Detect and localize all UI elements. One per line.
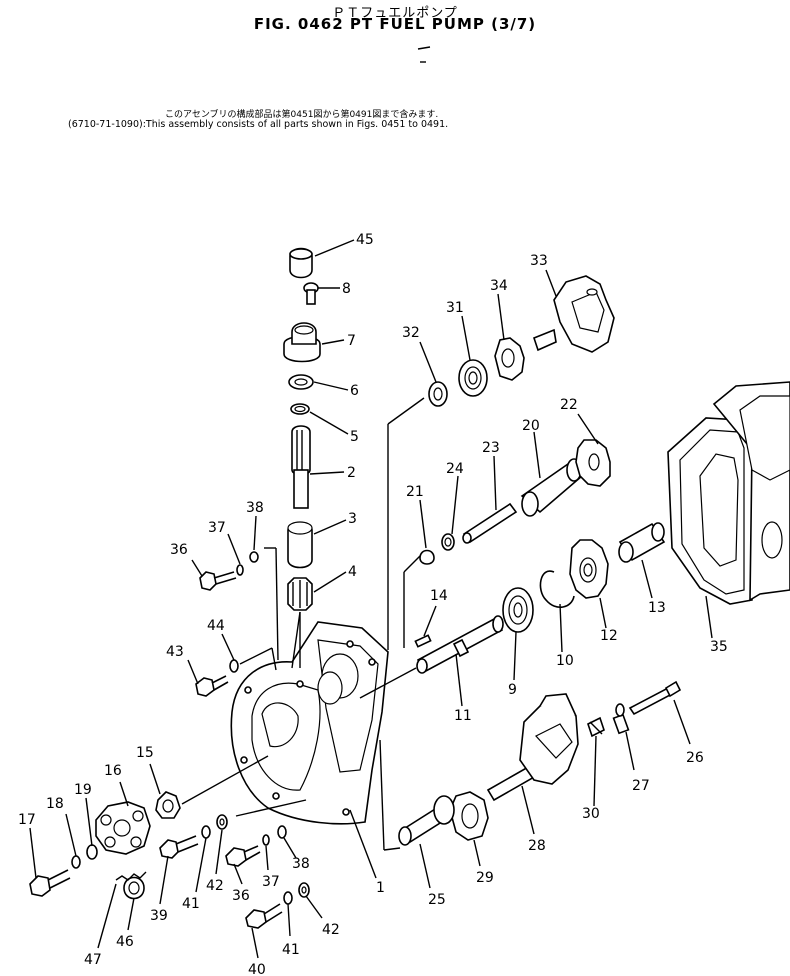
callout-24: 24 (446, 461, 464, 477)
callout-30: 30 (582, 806, 600, 822)
callout-3: 3 (348, 511, 357, 527)
callout-19: 19 (74, 782, 92, 798)
callout-37b: 37 (262, 874, 280, 890)
callout-28: 28 (528, 838, 546, 854)
callout-42b: 42 (322, 922, 340, 938)
callout-11: 11 (454, 708, 472, 724)
callout-12: 12 (600, 628, 618, 644)
callout-33: 33 (530, 253, 548, 269)
callout-9: 9 (508, 682, 517, 698)
drive-gear-group (387, 275, 615, 650)
callout-47: 47 (84, 952, 102, 968)
callout-27: 27 (632, 778, 650, 794)
callout-1: 1 (376, 880, 385, 896)
callout-45: 45 (356, 232, 374, 248)
assembly-note: (6710-71-1090):This assembly consists of… (68, 119, 449, 130)
gasket-and-rear-housing (667, 381, 790, 605)
callout-32: 32 (402, 325, 420, 341)
vertical-parts-stack (283, 247, 321, 669)
callout-15: 15 (136, 745, 154, 761)
callout-5: 5 (350, 429, 359, 445)
callout-2: 2 (347, 465, 356, 481)
callout-21: 21 (406, 484, 424, 500)
callout-36b: 36 (232, 888, 250, 904)
callout-31: 31 (446, 300, 464, 316)
shaft-sleeve-group (403, 439, 611, 648)
callout-22: 22 (560, 397, 578, 413)
assembly-note-japanese: このアセンブリの構成部品は第0451図から第0491図まで含みます. (165, 110, 439, 120)
callout-41: 41 (182, 896, 200, 912)
main-shaft-group (359, 522, 666, 699)
callout-14: 14 (430, 588, 448, 604)
callout-13: 13 (648, 600, 666, 616)
callout-34: 34 (490, 278, 508, 294)
callout-29: 29 (476, 870, 494, 886)
callout-37: 37 (208, 520, 226, 536)
callout-39: 39 (150, 908, 168, 924)
callout-8: 8 (342, 281, 351, 297)
callout-38: 38 (246, 500, 264, 516)
leader-lines (29, 239, 713, 959)
callout-36: 36 (170, 542, 188, 558)
pump-housing (230, 621, 389, 825)
callout-26: 26 (686, 750, 704, 766)
callout-38b: 38 (292, 856, 310, 872)
callout-20: 20 (522, 418, 540, 434)
callout-10: 10 (556, 653, 574, 669)
callout-7: 7 (347, 333, 356, 349)
callout-23: 23 (482, 440, 500, 456)
callout-18: 18 (46, 796, 64, 812)
callout-4: 4 (348, 564, 357, 580)
callout-46: 46 (116, 934, 134, 950)
governor-group (379, 680, 682, 851)
callout-labels: 45 8 7 6 5 2 3 4 38 37 36 44 43 33 34 31… (18, 232, 728, 976)
callout-6: 6 (350, 383, 359, 399)
figure-title: FIG. 0462 PT FUEL PUMP (3/7) (253, 15, 537, 33)
callout-25: 25 (428, 892, 446, 908)
callout-35: 35 (710, 639, 728, 655)
callout-40: 40 (248, 962, 266, 976)
callout-16: 16 (104, 763, 122, 779)
callout-42: 42 (206, 878, 224, 894)
callout-17: 17 (18, 812, 36, 828)
callout-43: 43 (166, 644, 184, 660)
coupling-and-fasteners (29, 755, 310, 929)
upper-screws (195, 547, 279, 697)
callout-44: 44 (207, 618, 225, 634)
title-japanese: ＰＴフュエルポンプ (332, 6, 458, 21)
callout-41b: 41 (282, 942, 300, 958)
